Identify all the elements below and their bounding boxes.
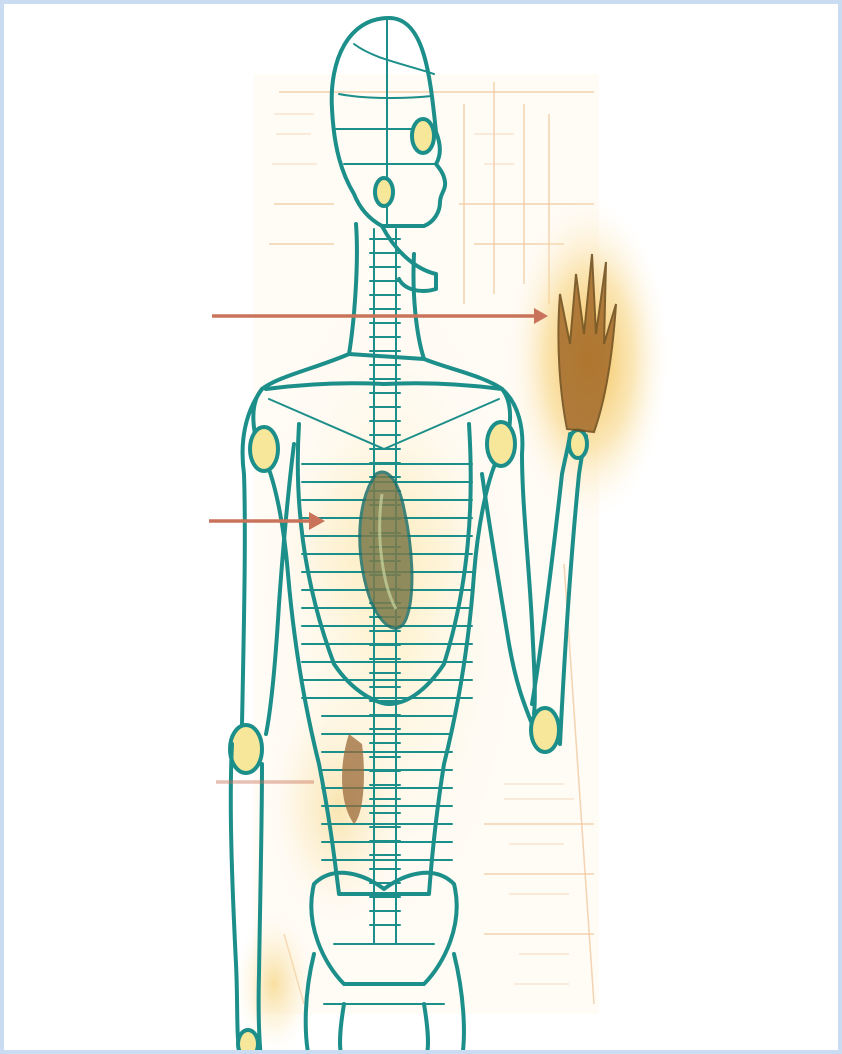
anatomical-figure-illustration (4, 4, 842, 1054)
